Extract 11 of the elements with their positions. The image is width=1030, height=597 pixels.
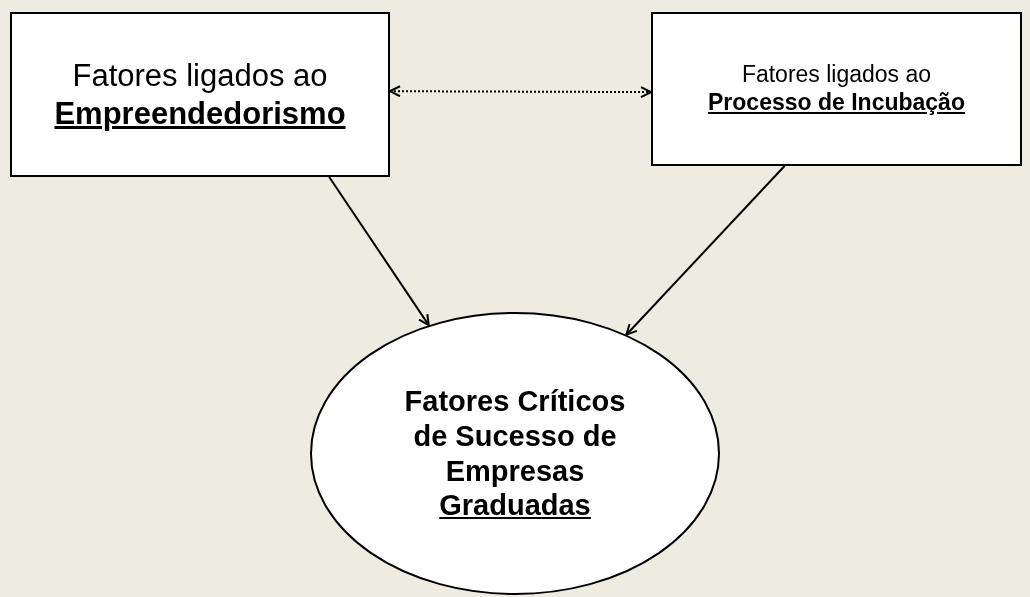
process-box: [651, 12, 1022, 166]
dotted-arrow: [389, 85, 652, 99]
node-text: Processo de Incubação: [708, 89, 965, 117]
node-heading: Fatores Críticos de Sucesso de Empresas: [403, 383, 627, 489]
node-heading: Fatores ligados ao: [72, 57, 328, 95]
node-text: Graduadas: [439, 488, 591, 524]
arrow: [328, 176, 430, 327]
process-box: [10, 12, 390, 177]
node-text: Empreendedorismo: [54, 94, 346, 132]
node-heading: Fatores ligados ao: [741, 61, 932, 89]
arrow: [625, 165, 786, 336]
